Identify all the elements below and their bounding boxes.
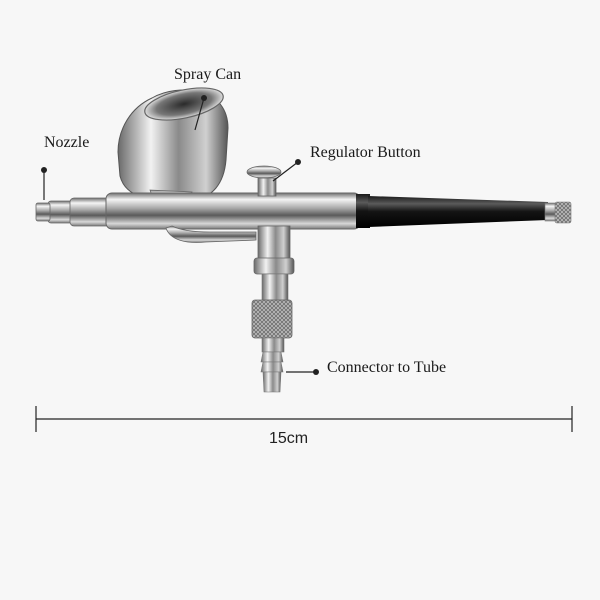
connector-dot	[313, 369, 319, 375]
measurement-length: 15cm	[269, 430, 309, 447]
measurement-line	[35, 406, 573, 432]
spray-can-leader-line	[194, 97, 205, 131]
nozzle-dot	[41, 167, 47, 173]
label-regulator-button: Regulator Button	[310, 144, 421, 161]
callouts	[41, 95, 319, 375]
label-connector-to-tube: Connector to Tube	[327, 359, 447, 376]
regulator-leader-line	[272, 161, 299, 182]
trigger-lever	[165, 225, 257, 243]
regulator-dot	[295, 159, 301, 165]
label-spray-can: Spray Can	[174, 66, 242, 83]
label-nozzle: Nozzle	[44, 134, 90, 151]
tube-connector	[251, 225, 295, 393]
spray-can-cup	[117, 87, 229, 207]
spray-can-dot	[201, 95, 207, 101]
regulator-button	[246, 165, 282, 197]
airbrush-body	[35, 192, 572, 230]
